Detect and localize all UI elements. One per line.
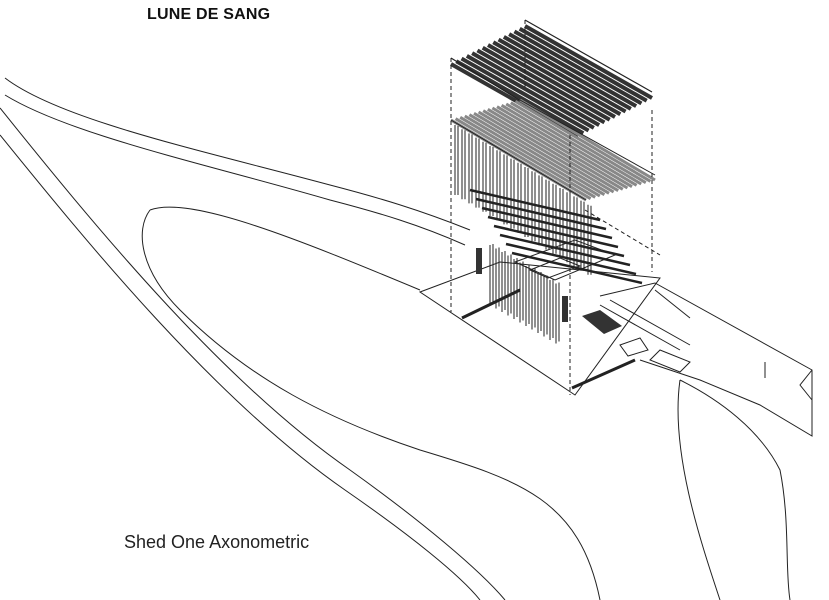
projection-lines: [450, 20, 661, 395]
interior-details: [513, 239, 691, 373]
site-contours: [0, 77, 791, 600]
drawing-title: LUNE DE SANG: [147, 6, 271, 23]
ground-plane: [418, 261, 813, 437]
drawing-caption: Shed One Axonometric: [124, 532, 310, 552]
structure-heavy: [461, 248, 636, 390]
deck-beams: [469, 188, 643, 285]
roof-slats-mid: [450, 98, 656, 202]
